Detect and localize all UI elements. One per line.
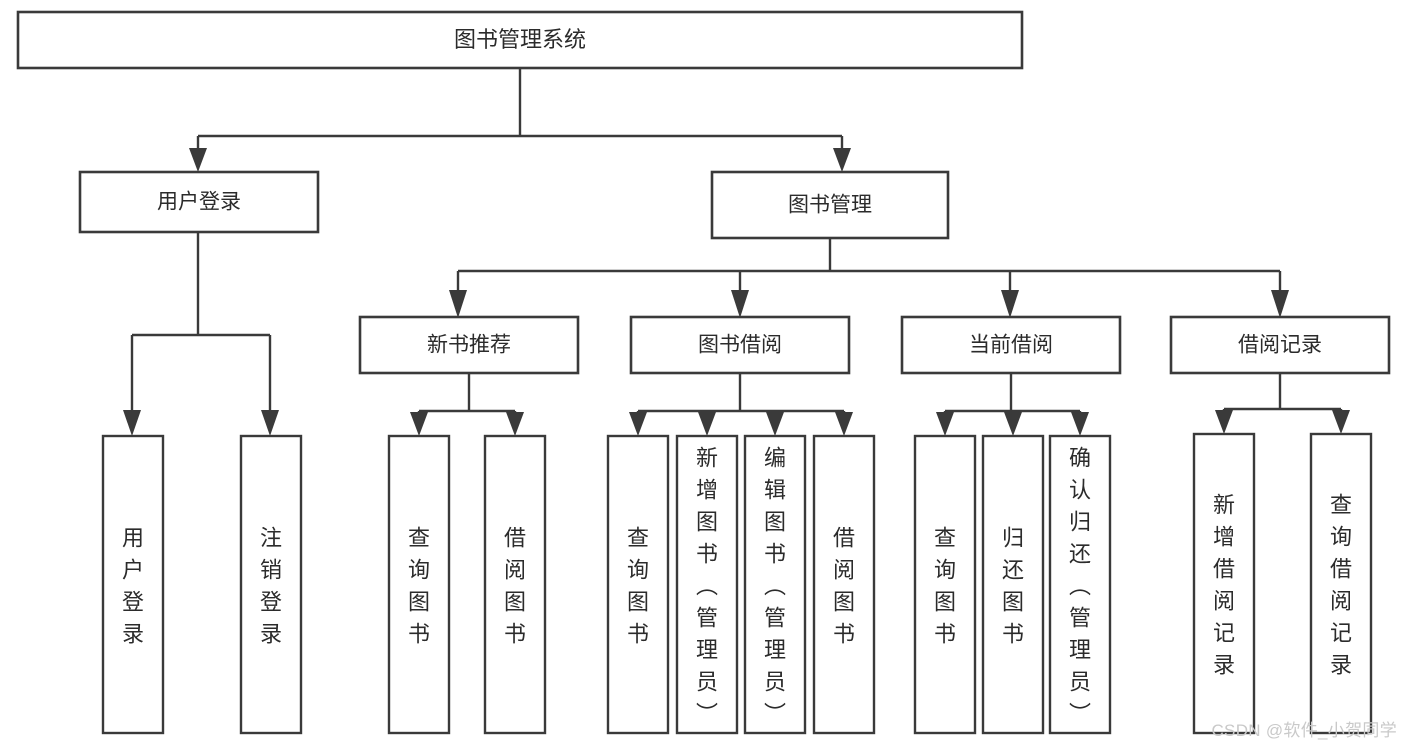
leaf-borrow-book-1[interactable]: 借阅图书 xyxy=(483,434,547,735)
arrow-head-icon xyxy=(1071,412,1089,436)
node-user-login-box[interactable] xyxy=(78,170,320,234)
node-current-borrow-box[interactable] xyxy=(900,315,1122,375)
leaf-add-book-box[interactable] xyxy=(675,434,739,735)
leaf-confirm-return-box[interactable] xyxy=(1048,434,1112,735)
leaf-query-book-3-label: 查询图书 xyxy=(934,525,956,646)
leaf-add-book[interactable]: 新增图书︵管理员︶ xyxy=(675,434,739,735)
connector-userlogin-to-leaves xyxy=(123,232,279,436)
arrow-head-icon xyxy=(189,148,207,172)
connector-root-to-level2 xyxy=(189,68,851,172)
node-root-label: 图书管理系统 xyxy=(454,27,586,52)
leaf-user-login-label: 用户登录 xyxy=(122,525,144,646)
arrow-head-icon xyxy=(731,290,749,318)
node-book-borrow-box[interactable] xyxy=(629,315,851,375)
leaf-add-record-label: 新增借阅记录 xyxy=(1213,492,1235,677)
leaf-borrow-book-1-box[interactable] xyxy=(483,434,547,735)
node-root[interactable]: 图书管理系统 xyxy=(16,10,1024,70)
leaf-query-book-2-box[interactable] xyxy=(606,434,670,735)
leaf-add-book-label: 新增图书︵管理员︶ xyxy=(696,445,718,726)
connector-borrowrecord-to-leaves xyxy=(1215,373,1350,434)
node-user-login[interactable]: 用户登录 xyxy=(78,170,320,234)
arrow-head-icon xyxy=(1271,290,1289,318)
leaf-add-record[interactable]: 新增借阅记录 xyxy=(1192,432,1256,735)
arrow-head-icon xyxy=(410,412,428,436)
node-current-borrow-label: 当前借阅 xyxy=(969,334,1053,357)
leaf-user-login[interactable]: 用户登录 xyxy=(101,434,165,735)
arrow-head-icon xyxy=(261,410,279,436)
arrow-head-icon xyxy=(1004,412,1022,436)
leaf-query-book-2-label: 查询图书 xyxy=(627,525,649,646)
leaf-edit-book[interactable]: 编辑图书︵管理员︶ xyxy=(743,434,807,735)
leaf-query-book-2[interactable]: 查询图书 xyxy=(606,434,670,735)
node-new-book-rec-box[interactable] xyxy=(358,315,580,375)
arrow-head-icon xyxy=(123,410,141,436)
node-new-book-rec[interactable]: 新书推荐 xyxy=(358,315,580,375)
leaf-add-record-box[interactable] xyxy=(1192,432,1256,735)
arrow-head-icon xyxy=(629,412,647,436)
leaf-user-logout-box[interactable] xyxy=(239,434,303,735)
leaf-return-book-label: 归还图书 xyxy=(1002,525,1024,646)
node-borrow-record-label: 借阅记录 xyxy=(1238,334,1322,357)
node-current-borrow[interactable]: 当前借阅 xyxy=(900,315,1122,375)
leaf-query-record-box[interactable] xyxy=(1309,432,1373,735)
leaf-borrow-book-2[interactable]: 借阅图书 xyxy=(812,434,876,735)
node-book-manage-label: 图书管理 xyxy=(788,194,872,217)
leaf-borrow-book-2-label: 借阅图书 xyxy=(833,525,855,646)
arrow-head-icon xyxy=(449,290,467,318)
node-root-box[interactable] xyxy=(16,10,1024,70)
arrow-head-icon xyxy=(506,412,524,436)
arrow-head-icon xyxy=(698,412,716,436)
node-book-manage-box[interactable] xyxy=(710,170,950,240)
arrow-head-icon xyxy=(766,412,784,436)
arrow-head-icon xyxy=(1332,410,1350,434)
node-borrow-record[interactable]: 借阅记录 xyxy=(1169,315,1391,375)
node-book-manage[interactable]: 图书管理 xyxy=(710,170,950,240)
arrow-head-icon xyxy=(936,412,954,436)
node-book-borrow[interactable]: 图书借阅 xyxy=(629,315,851,375)
leaf-borrow-book-1-label: 借阅图书 xyxy=(504,525,526,646)
connector-newbook-to-leaves xyxy=(410,373,524,436)
leaf-user-logout-label: 注销登录 xyxy=(260,525,282,646)
leaf-user-logout[interactable]: 注销登录 xyxy=(239,434,303,735)
leaf-query-record[interactable]: 查询借阅记录 xyxy=(1309,432,1373,735)
connector-bookborrow-to-leaves xyxy=(629,373,853,436)
node-new-book-rec-label: 新书推荐 xyxy=(427,334,511,357)
leaf-confirm-return-label: 确认归还︵管理员︶ xyxy=(1069,445,1091,726)
leaf-edit-book-box[interactable] xyxy=(743,434,807,735)
leaf-query-book-1-label: 查询图书 xyxy=(408,525,430,646)
node-user-login-label: 用户登录 xyxy=(157,191,241,214)
node-borrow-record-box[interactable] xyxy=(1169,315,1391,375)
leaf-query-book-1[interactable]: 查询图书 xyxy=(387,434,451,735)
leaf-query-book-3-box[interactable] xyxy=(913,434,977,735)
leaf-user-login-box[interactable] xyxy=(101,434,165,735)
leaf-return-book-box[interactable] xyxy=(981,434,1045,735)
node-book-borrow-label: 图书借阅 xyxy=(698,334,782,357)
arrow-head-icon xyxy=(1001,290,1019,318)
arrow-head-icon xyxy=(1215,410,1233,434)
leaf-query-record-label: 查询借阅记录 xyxy=(1330,492,1352,677)
leaf-confirm-return[interactable]: 确认归还︵管理员︶ xyxy=(1048,434,1112,735)
connector-bookmanage-to-level3 xyxy=(449,238,1289,318)
leaf-edit-book-label: 编辑图书︵管理员︶ xyxy=(764,445,786,726)
leaf-return-book[interactable]: 归还图书 xyxy=(981,434,1045,735)
arrow-head-icon xyxy=(833,148,851,172)
leaf-query-book-1-box[interactable] xyxy=(387,434,451,735)
leaf-query-book-3[interactable]: 查询图书 xyxy=(913,434,977,735)
connector-currentborrow-to-leaves xyxy=(936,373,1089,436)
arrow-head-icon xyxy=(835,412,853,436)
leaf-borrow-book-2-box[interactable] xyxy=(812,434,876,735)
